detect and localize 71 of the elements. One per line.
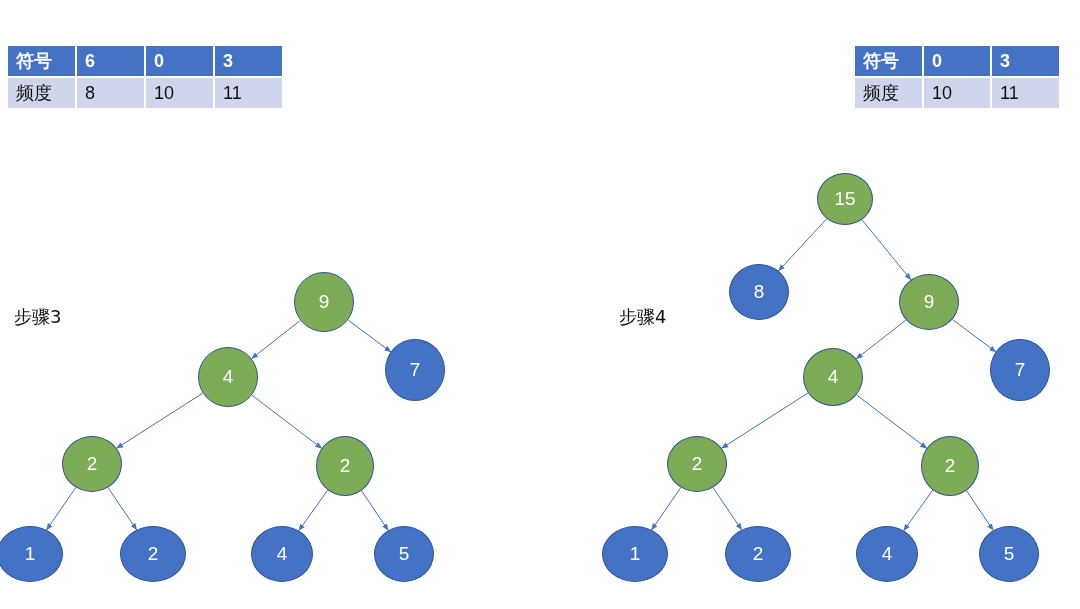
- table-cell: 11: [215, 78, 282, 108]
- arrow: [778, 218, 828, 272]
- tree-node-circle: [729, 264, 789, 320]
- node-value: 4: [276, 543, 288, 565]
- node-value: 7: [409, 359, 421, 381]
- arrow: [116, 392, 204, 449]
- table-cell: 频度: [8, 78, 75, 108]
- arrow: [251, 394, 323, 449]
- arrow: [46, 487, 77, 531]
- node-value: 8: [753, 281, 765, 303]
- table-header-cell: 3: [215, 46, 282, 76]
- table-header-cell: 0: [146, 46, 213, 76]
- tree-node-circle: [817, 173, 873, 225]
- node-value: 15: [834, 188, 856, 210]
- node-value: 2: [691, 453, 703, 475]
- arrow: [107, 487, 138, 531]
- table-cell: 频度: [855, 78, 922, 108]
- tree-node-circle: [316, 436, 374, 496]
- node-value: 2: [339, 455, 351, 477]
- arrow: [856, 394, 928, 449]
- arrow: [298, 489, 329, 532]
- node-value: 4: [827, 366, 839, 388]
- tree-node-circle: [921, 436, 979, 496]
- table-cell: 8: [77, 78, 144, 108]
- tree-node-circle: [0, 526, 63, 582]
- table-cell: 10: [146, 78, 213, 108]
- arrow: [721, 392, 809, 449]
- arrow: [861, 219, 912, 281]
- tree-node-circle: [385, 339, 445, 401]
- table-header-cell: 符号: [8, 46, 75, 76]
- arrow: [712, 487, 743, 531]
- tree-node-circle: [979, 526, 1039, 582]
- node-value: 7: [1014, 359, 1026, 381]
- table-cell: 11: [992, 78, 1059, 108]
- arrow: [903, 489, 934, 532]
- table-header-cell: 符号: [855, 46, 922, 76]
- node-value: 1: [24, 543, 36, 565]
- node-value: 2: [147, 543, 159, 565]
- tree-node-circle: [251, 526, 313, 582]
- tree-node-circle: [198, 347, 258, 407]
- node-value: 9: [923, 291, 935, 313]
- arrow: [361, 490, 389, 531]
- tree-node-circle: [856, 526, 918, 582]
- tree-node-circle: [667, 436, 727, 492]
- table-cell: 10: [924, 78, 990, 108]
- node-value: 2: [86, 453, 98, 475]
- node-value: 4: [222, 366, 234, 388]
- node-value: 5: [1003, 543, 1015, 565]
- arrow: [251, 319, 301, 360]
- tree-node-circle: [990, 339, 1050, 401]
- table-header-cell: 3: [992, 46, 1059, 76]
- arrow: [347, 319, 392, 353]
- table-header-cell: 6: [77, 46, 144, 76]
- node-value: 2: [752, 543, 764, 565]
- node-value: 4: [881, 543, 893, 565]
- node-value: 1: [629, 543, 641, 565]
- arrow: [951, 319, 997, 353]
- tree-node-circle: [62, 436, 122, 492]
- arrow: [651, 487, 682, 531]
- arrow: [855, 319, 907, 360]
- table-header-cell: 0: [924, 46, 990, 76]
- node-value: 9: [318, 291, 330, 313]
- arrow: [966, 490, 994, 531]
- node-value: 5: [398, 543, 410, 565]
- step-label: 步骤4: [619, 305, 667, 329]
- tree-node-circle: [803, 348, 863, 406]
- step-label: 步骤3: [14, 305, 62, 329]
- tree-node-circle: [374, 526, 434, 582]
- tree-node-circle: [899, 274, 959, 330]
- node-value: 2: [944, 455, 956, 477]
- tree-node-circle: [294, 272, 354, 332]
